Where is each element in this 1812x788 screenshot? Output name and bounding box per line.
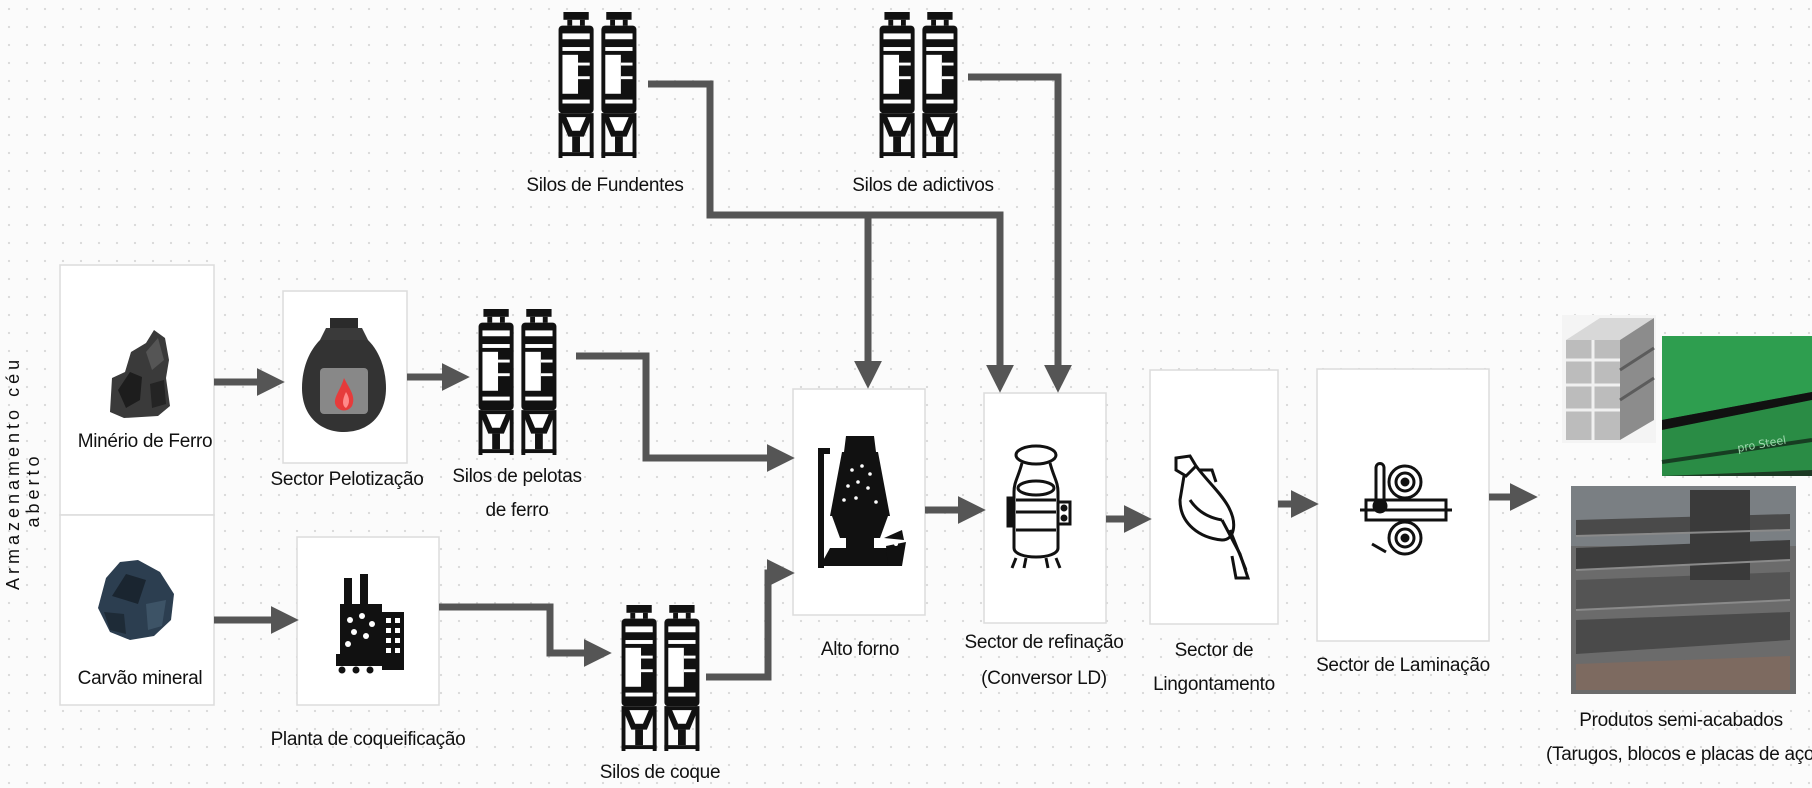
label-silos-adictivos: Silos de adictivos <box>838 171 1008 201</box>
label-silos-pelotas-2: de ferro <box>432 496 602 526</box>
lingotamento-box <box>1150 370 1278 624</box>
arrow-coqueificacao-silos-coque <box>439 607 602 653</box>
label-alto-forno: Alto forno <box>795 635 925 665</box>
arrow-silos-coque-alto-forno <box>706 573 785 677</box>
silo-icon <box>479 309 557 455</box>
arrow-adictivos-refinacao <box>968 77 1058 383</box>
label-produtos-2: (Tarugos, blocos e placas de aço) <box>1546 740 1812 770</box>
product-photo-blocks <box>1571 486 1796 694</box>
label-laminacao: Sector de Laminação <box>1303 651 1503 681</box>
label-refinacao-1: Sector de refinação <box>954 628 1134 658</box>
label-silos-pelotas-1: Silos de pelotas <box>432 462 602 492</box>
storage-vertical-label: Armazenamento céu aberto <box>3 390 43 590</box>
label-silos-coque: Silos de coque <box>580 758 740 788</box>
label-minerio: Minério de Ferro <box>60 427 230 457</box>
label-pelotizacao: Sector Pelotização <box>262 465 432 495</box>
label-refinacao-2: (Conversor LD) <box>954 664 1134 694</box>
label-carvao: Carvão mineral <box>60 664 220 694</box>
silo-icon <box>622 605 700 751</box>
storage-label-line1: Armazenamento céu <box>3 390 23 590</box>
silo-icon <box>559 12 637 158</box>
product-photo-billets <box>1562 315 1656 443</box>
product-photo-plates: pro Steel <box>1662 336 1812 476</box>
label-lingotamento-2: Lingontamento <box>1134 670 1294 700</box>
refinacao-box <box>984 393 1106 623</box>
storage-label-line2: aberto <box>23 390 43 590</box>
label-lingotamento-1: Sector de <box>1134 636 1294 666</box>
laminacao-box <box>1317 369 1489 641</box>
label-produtos-1: Produtos semi-acabados <box>1561 706 1801 736</box>
arrow-silos-pelotas-alto-forno <box>576 356 785 458</box>
silo-icon <box>880 12 958 158</box>
label-silos-fundentes: Silos de Fundentes <box>520 171 690 201</box>
label-coqueificacao: Planta de coqueificação <box>261 725 475 755</box>
